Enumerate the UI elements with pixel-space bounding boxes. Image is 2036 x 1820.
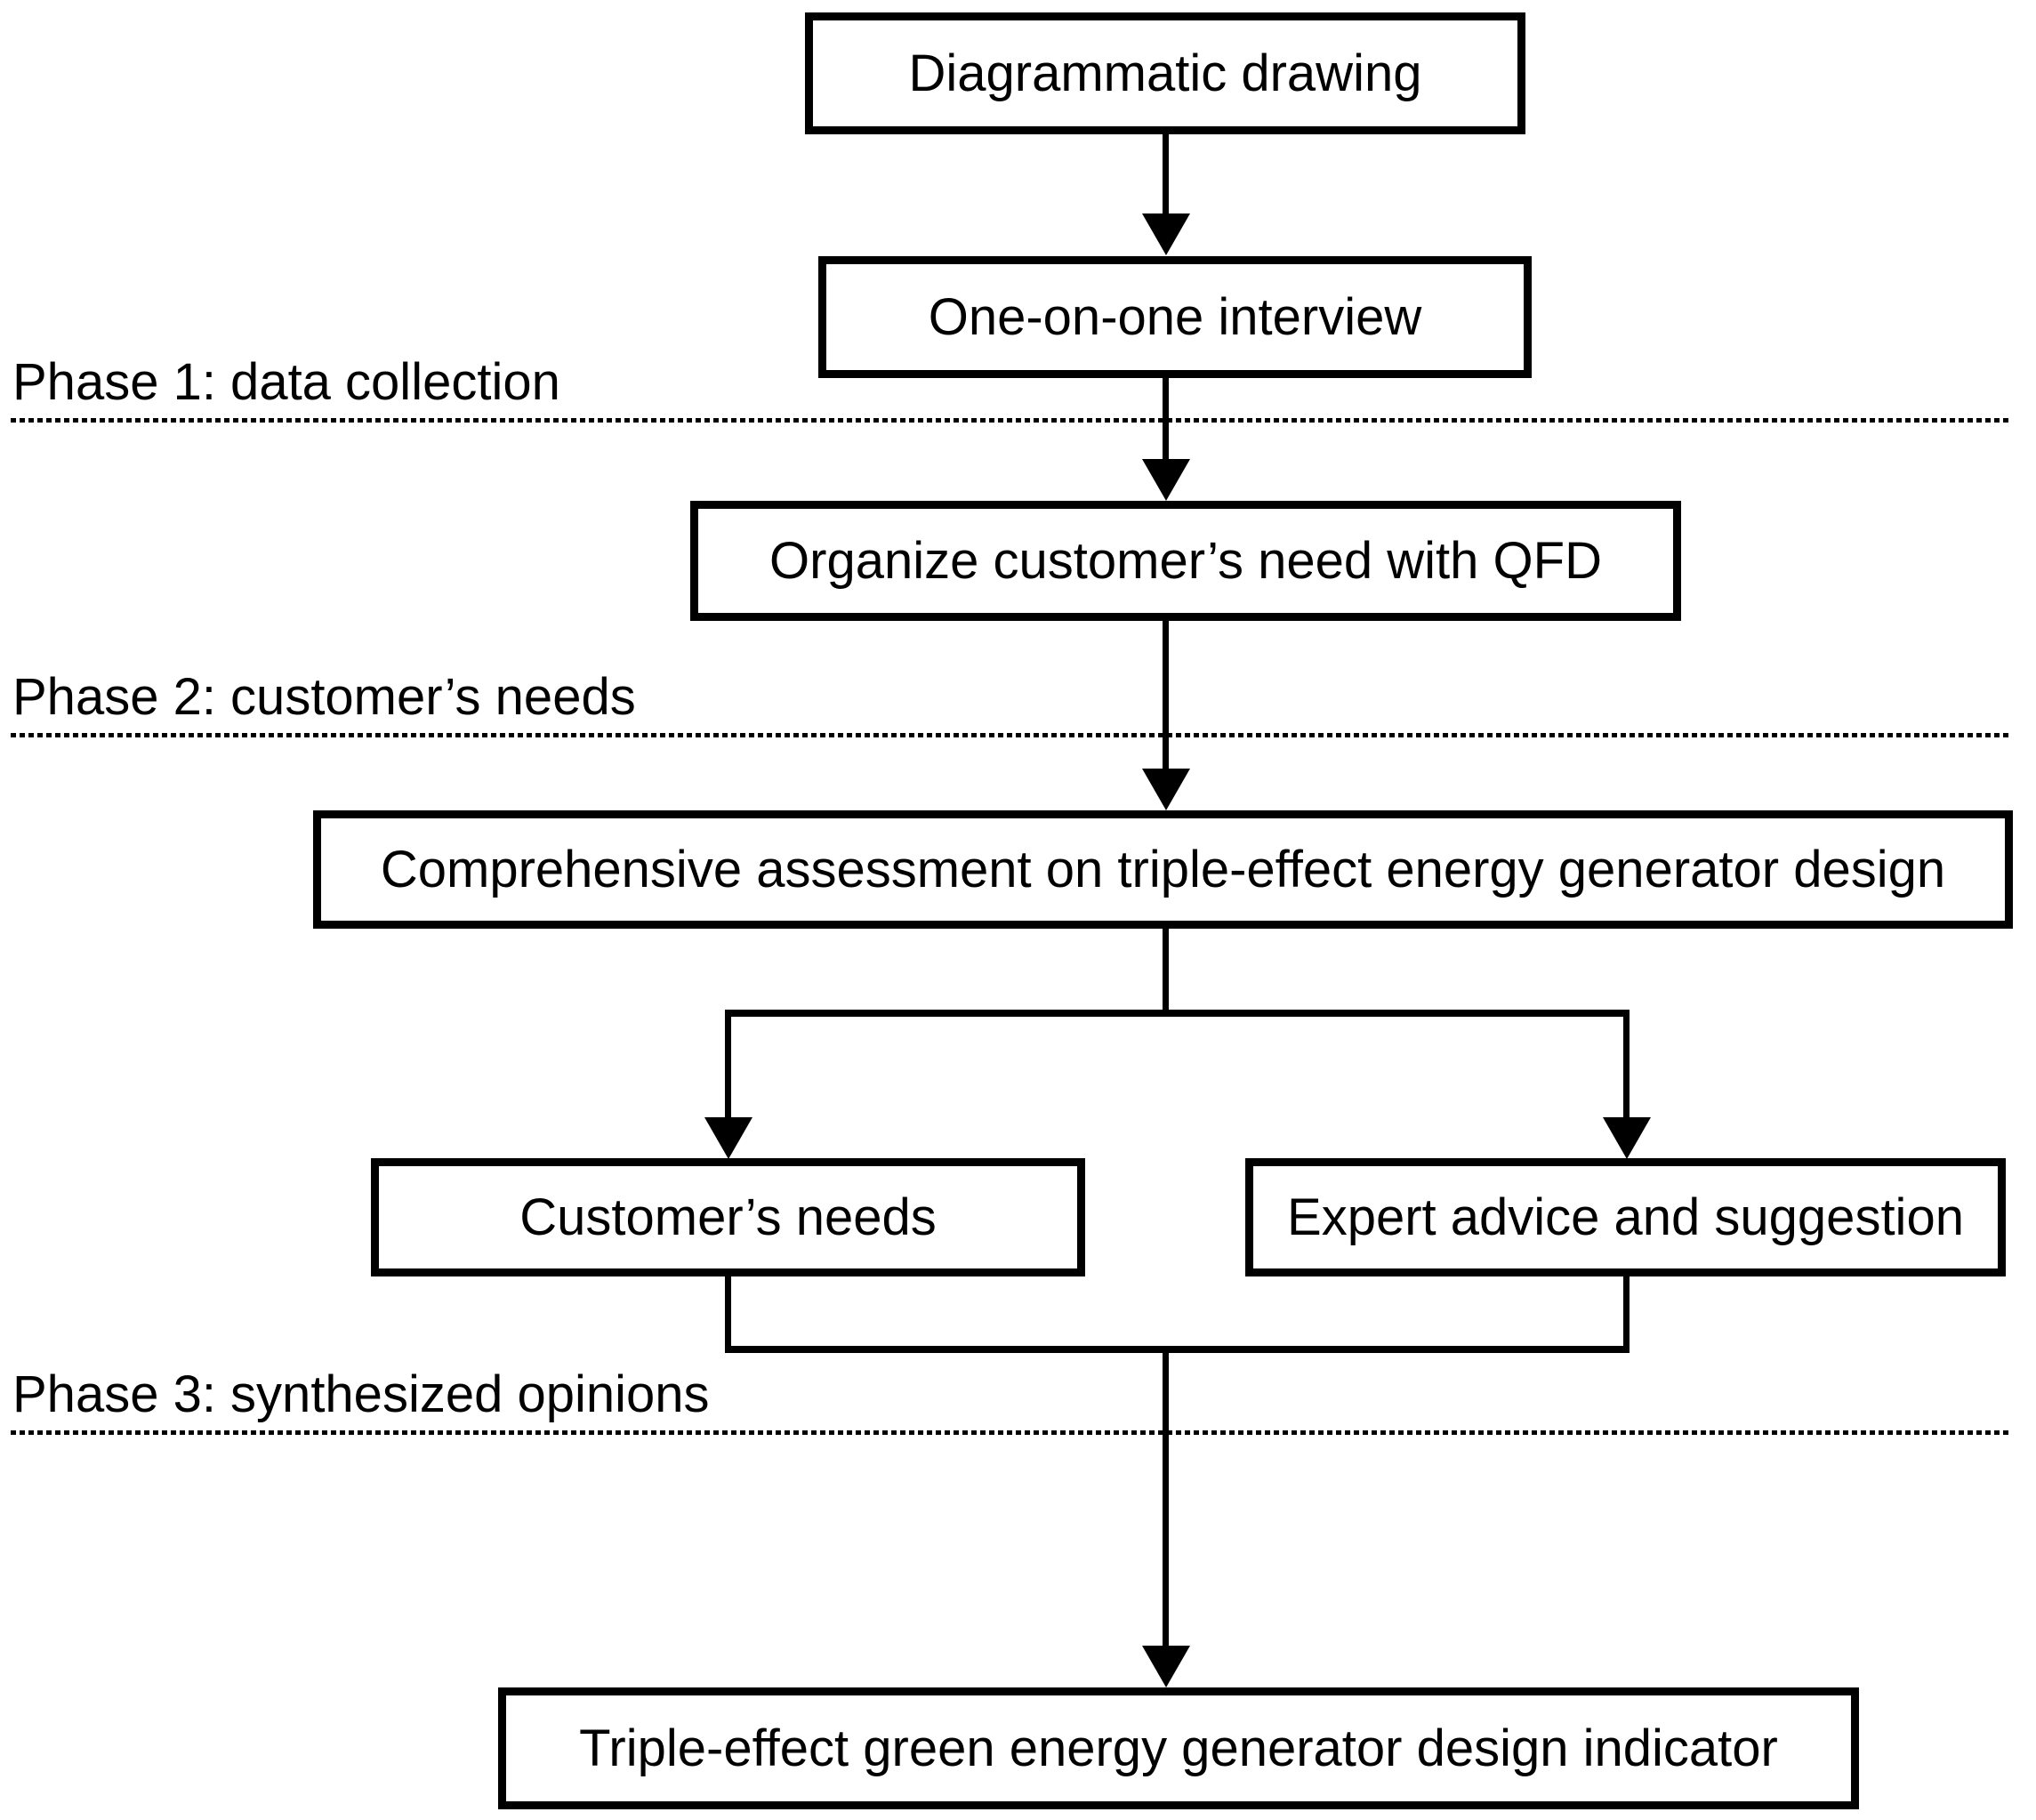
arrow-shaft-split-to-custneeds	[725, 1010, 731, 1119]
connector-join-bar	[725, 1346, 1630, 1353]
phase-3-divider-line	[11, 1430, 2012, 1435]
arrow-shaft-organize-to-assessment	[1163, 621, 1169, 770]
node-label: Diagrammatic drawing	[908, 44, 1422, 102]
arrowhead-organize-to-assessment	[1142, 769, 1190, 810]
arrowhead-join-to-indicator	[1142, 1646, 1190, 1687]
node-organize-customer-need-qfd: Organize customer’s need with QFD	[690, 501, 1681, 621]
node-expert-advice-suggestion: Expert advice and suggestion	[1245, 1158, 2006, 1276]
node-diagrammatic-drawing: Diagrammatic drawing	[805, 12, 1525, 134]
connector-assessment-down	[1163, 929, 1169, 1013]
node-label: Organize customer’s need with QFD	[769, 531, 1602, 590]
arrow-shaft-drawing-to-interview	[1163, 133, 1169, 218]
phase-3-label: Phase 3: synthesized opinions	[12, 1365, 710, 1423]
arrow-shaft-interview-to-organize	[1163, 378, 1169, 461]
connector-split-bar	[725, 1010, 1630, 1017]
arrow-shaft-split-to-expert	[1623, 1010, 1630, 1119]
connector-expert-down	[1623, 1276, 1630, 1346]
connector-custneeds-down	[725, 1276, 731, 1346]
phase-2-label: Phase 2: customer’s needs	[12, 668, 636, 726]
arrowhead-drawing-to-interview	[1142, 213, 1190, 255]
arrowhead-interview-to-organize	[1142, 459, 1190, 501]
node-customers-needs: Customer’s needs	[371, 1158, 1085, 1276]
node-design-indicator: Triple-effect green energy generator des…	[498, 1687, 1859, 1809]
phase-2-divider-line	[11, 733, 2012, 737]
node-label: Triple-effect green energy generator des…	[579, 1719, 1778, 1777]
node-one-on-one-interview: One-on-one interview	[818, 256, 1532, 378]
arrowhead-split-to-expert	[1603, 1117, 1651, 1159]
phase-1-divider-line	[11, 418, 2012, 423]
node-label: Customer’s needs	[519, 1188, 937, 1246]
phase-1-label: Phase 1: data collection	[12, 353, 560, 411]
arrowhead-split-to-custneeds	[704, 1117, 752, 1159]
arrow-shaft-join-to-indicator	[1163, 1346, 1169, 1647]
node-label: Comprehensive assessment on triple-effec…	[380, 840, 1946, 898]
node-comprehensive-assessment: Comprehensive assessment on triple-effec…	[313, 810, 2013, 929]
node-label: One-on-one interview	[928, 287, 1422, 346]
node-label: Expert advice and suggestion	[1287, 1188, 1964, 1246]
